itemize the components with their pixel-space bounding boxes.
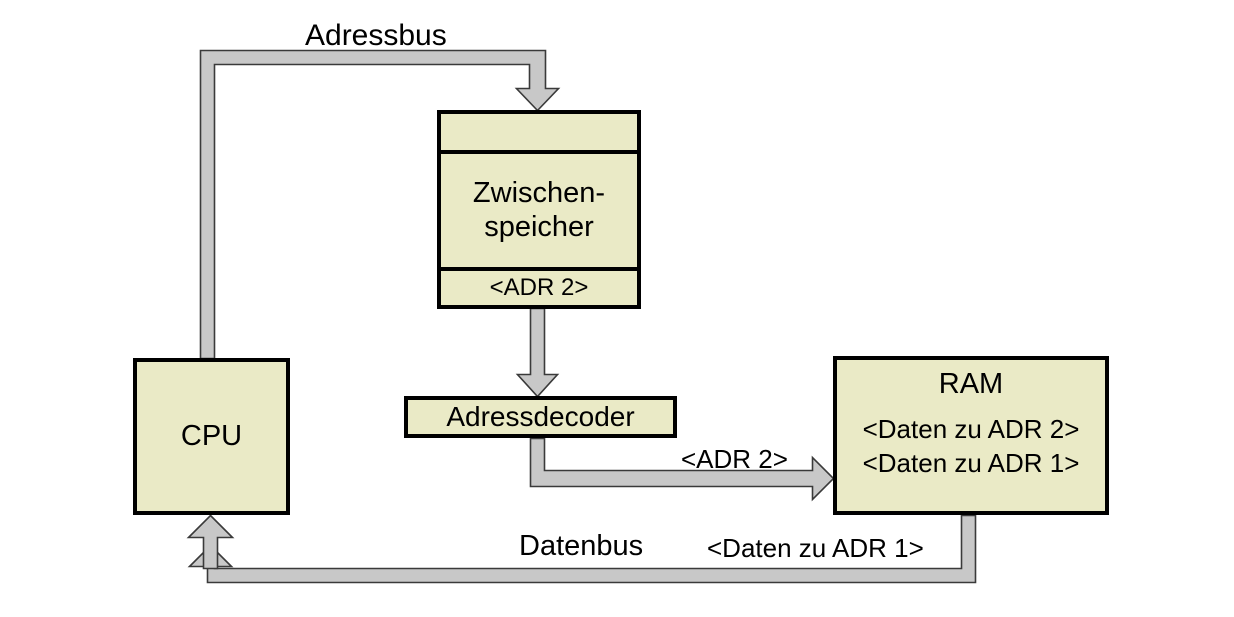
ram-title: RAM — [938, 368, 1004, 400]
datenbus-path — [187, 514, 977, 584]
adressbus-label: Adressbus — [305, 19, 447, 52]
datenbus-payload-label: <Daten zu ADR 1> — [707, 533, 924, 563]
decoder-to-ram-label: <ADR 2> — [681, 444, 788, 474]
zwischenspeicher-value: <ADR 2> — [441, 267, 637, 305]
decoder-to-ram-arrow — [529, 437, 835, 502]
zwischenspeicher-top-cell — [441, 114, 637, 150]
ram-row: <Daten zu ADR 1> — [862, 447, 1080, 478]
datenbus-label: Datenbus — [519, 530, 644, 562]
ram-contents: <Daten zu ADR 2> <Daten zu ADR 1> — [837, 402, 1105, 481]
cpu-label: CPU — [180, 419, 243, 452]
node-ram[interactable]: RAM <Daten zu ADR 2> <Daten zu ADR 1> — [833, 356, 1109, 515]
datenbus-cpu-arrowhead — [186, 514, 235, 570]
ram-row: <Daten zu ADR 2> — [862, 413, 1080, 444]
adressdecoder-label: Adressdecoder — [446, 400, 635, 432]
zwischenspeicher-to-decoder-arrow — [515, 307, 560, 398]
zwischenspeicher-label: Zwischen- speicher — [441, 150, 637, 267]
node-cpu[interactable]: CPU — [133, 358, 290, 515]
adressbus-path — [199, 49, 561, 360]
node-zwischenspeicher[interactable]: Zwischen- speicher <ADR 2> — [437, 110, 641, 309]
node-adressdecoder[interactable]: Adressdecoder — [404, 396, 677, 438]
